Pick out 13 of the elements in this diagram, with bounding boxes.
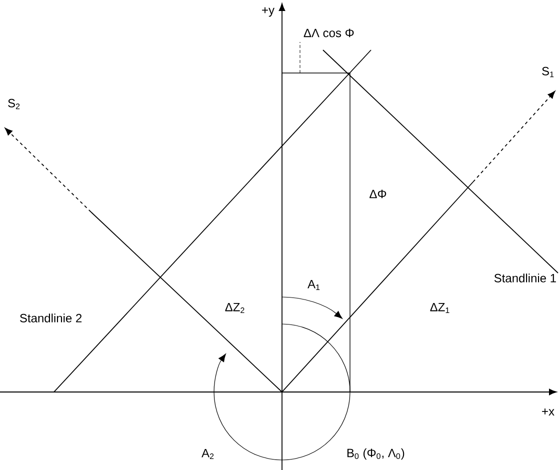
line-label: Standlinie 1 (494, 274, 556, 282)
vector-label: S$_{1}$ (542, 66, 554, 78)
formula-label: ΔZ$_{1}$ (430, 302, 450, 314)
formula-label: ΔΦ (370, 190, 386, 198)
angle-label: A$_{1}$ (308, 280, 320, 290)
formula-label: ΔΛ cos Φ (304, 28, 354, 38)
line-label: Standlinie 2 (20, 314, 82, 322)
vector-label: S$_{2}$ (8, 98, 20, 110)
axis-label: +y (262, 7, 274, 17)
point-label: B$_{0}$ (Φ$_{0}$, Λ$_{0}$) (347, 448, 404, 460)
angle-label: A$_{2}$ (202, 448, 214, 460)
axis-label: +x (542, 408, 554, 416)
formula-label: ΔZ$_{2}$ (225, 302, 244, 314)
